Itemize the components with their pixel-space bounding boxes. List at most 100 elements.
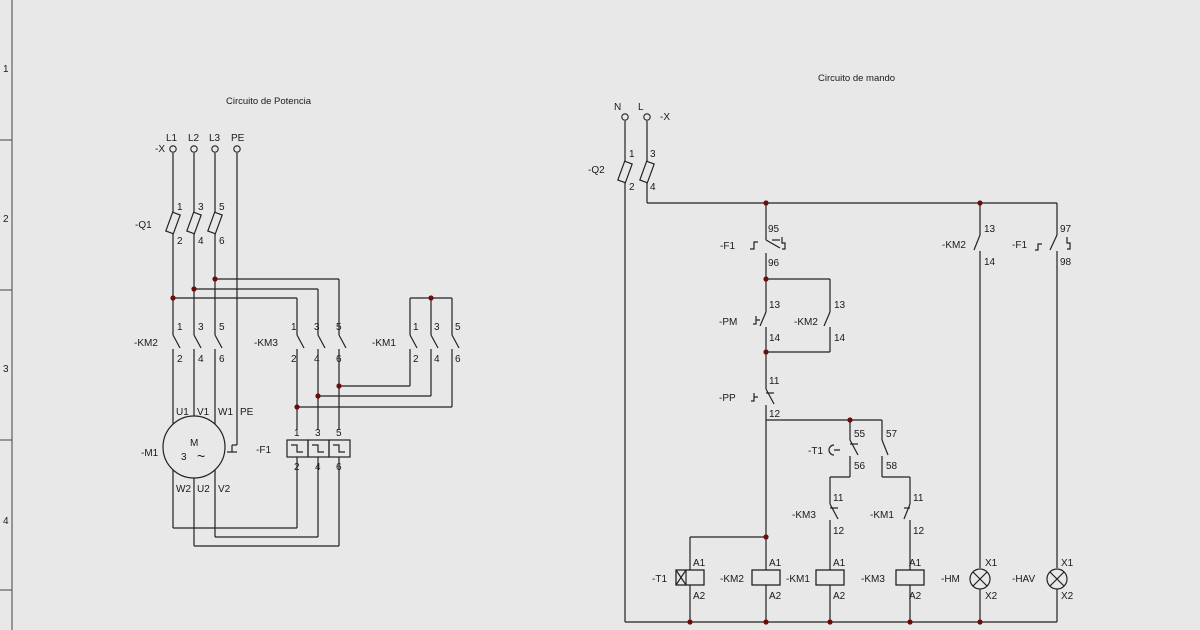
pin-label: 11 — [833, 493, 844, 504]
row-number: 4 — [3, 516, 9, 527]
km3-ref: -KM3 — [254, 338, 278, 349]
km2-signal-ref: -KM2 — [942, 240, 966, 251]
pin-label: 98 — [1060, 257, 1072, 268]
pin-label: A1 — [769, 558, 782, 569]
pin-label: 2 — [413, 354, 419, 365]
km1-ref: -KM1 — [372, 338, 396, 349]
pin-label: W2 — [176, 484, 191, 495]
coil-t1 — [675, 569, 705, 622]
pin-label: A2 — [909, 591, 922, 602]
pin-label: A1 — [909, 558, 922, 569]
coil-km2 — [751, 569, 781, 622]
pin-label: X1 — [985, 558, 998, 569]
f1-overload-relay — [286, 439, 351, 458]
pin-label: 1 — [629, 149, 635, 160]
pin-label: 58 — [886, 461, 898, 472]
km2-signal-contact — [973, 234, 981, 568]
lamp-ref: -HM — [941, 574, 960, 585]
t1-ref: -T1 — [808, 446, 823, 457]
pin-label: 55 — [854, 429, 866, 440]
pin-label: A1 — [693, 558, 706, 569]
pin-label: 4 — [315, 462, 321, 473]
pin-label: 6 — [336, 354, 342, 365]
km1-interlock — [903, 503, 911, 570]
pin-label: 6 — [336, 462, 342, 473]
pin-label: 6 — [455, 354, 461, 365]
pin-label: 14 — [834, 333, 846, 344]
terminal-l — [643, 113, 651, 121]
pin-label: X2 — [1061, 591, 1074, 602]
coil-km1 — [815, 569, 845, 622]
motor-letter: M — [190, 438, 198, 449]
pin-label: 3 — [198, 202, 204, 213]
coil-km3 — [895, 569, 925, 622]
pin-label: 5 — [336, 428, 342, 439]
pin-label: 4 — [650, 182, 656, 193]
pin-label: 1 — [413, 322, 419, 333]
pin-label: 3 — [650, 149, 656, 160]
pin-label: 5 — [219, 202, 225, 213]
pin-label: 4 — [314, 354, 320, 365]
q1-ref: -Q1 — [135, 220, 152, 231]
power-circuit-title: Circuito de Potencia — [226, 96, 312, 107]
line-label: L — [638, 102, 644, 113]
km2-hold-ref: -KM2 — [794, 317, 818, 328]
pin-label: 3 — [198, 322, 204, 333]
terminal-pe — [233, 145, 241, 153]
coil-ref: -KM1 — [786, 574, 810, 585]
km1-interlock-ref: -KM1 — [870, 510, 894, 521]
pin-label: 97 — [1060, 224, 1072, 235]
pin-label: V2 — [218, 484, 231, 495]
t1-timer-contacts — [828, 439, 889, 470]
pin-label: 3 — [315, 428, 321, 439]
km3-interlock-ref: -KM3 — [792, 510, 816, 521]
pm-pushbutton — [753, 311, 767, 352]
pin-label: 4 — [198, 354, 204, 365]
terminal-l1 — [169, 145, 177, 153]
pin-label: A2 — [693, 591, 706, 602]
pin-label: 1 — [177, 202, 183, 213]
motor-phases: 3 — [181, 452, 187, 463]
f1-control-ref: -F1 — [720, 241, 735, 252]
pin-label: W1 — [218, 407, 233, 418]
terminal-n — [621, 113, 629, 121]
coil-ref: -KM2 — [720, 574, 744, 585]
pin-label: 1 — [291, 322, 297, 333]
ac-symbol: ~ — [197, 448, 205, 464]
lamp-ref: -HAV — [1012, 574, 1035, 585]
sheet-frame: 1 2 3 4 — [0, 0, 13, 630]
pin-label: 2 — [629, 182, 635, 193]
pin-label: 95 — [768, 224, 780, 235]
pin-label: 2 — [294, 462, 300, 473]
pin-label: 3 — [314, 322, 320, 333]
km1-power-contacts — [409, 327, 460, 407]
row-number: 2 — [3, 214, 9, 225]
pin-label: 12 — [913, 526, 925, 537]
power-terminal-ref: -X — [155, 144, 165, 155]
pp-ref: -PP — [719, 393, 736, 404]
q1-fuses — [165, 211, 223, 235]
pp-pushbutton — [751, 388, 775, 537]
coil-ref: -KM3 — [861, 574, 885, 585]
pin-label: 12 — [833, 526, 845, 537]
line-label: L1 — [166, 133, 178, 144]
q2-ref: -Q2 — [588, 165, 605, 176]
pin-label: U1 — [176, 407, 189, 418]
control-terminal-ref: -X — [660, 112, 670, 123]
f1-power-ref: -F1 — [256, 445, 271, 456]
terminal-l3 — [211, 145, 219, 153]
pin-label: 1 — [177, 322, 183, 333]
pin-label: 11 — [769, 376, 780, 387]
pin-label: 6 — [219, 354, 225, 365]
pin-label: X2 — [985, 591, 998, 602]
pin-label: 2 — [291, 354, 297, 365]
pin-label: 4 — [198, 236, 204, 247]
pin-label: 2 — [177, 354, 183, 365]
line-label: L2 — [188, 133, 200, 144]
motor-ref: -M1 — [141, 448, 159, 459]
pin-label: V1 — [197, 407, 210, 418]
km3-power-contacts — [296, 327, 347, 430]
control-circuit-title: Circuito de mando — [818, 73, 895, 84]
